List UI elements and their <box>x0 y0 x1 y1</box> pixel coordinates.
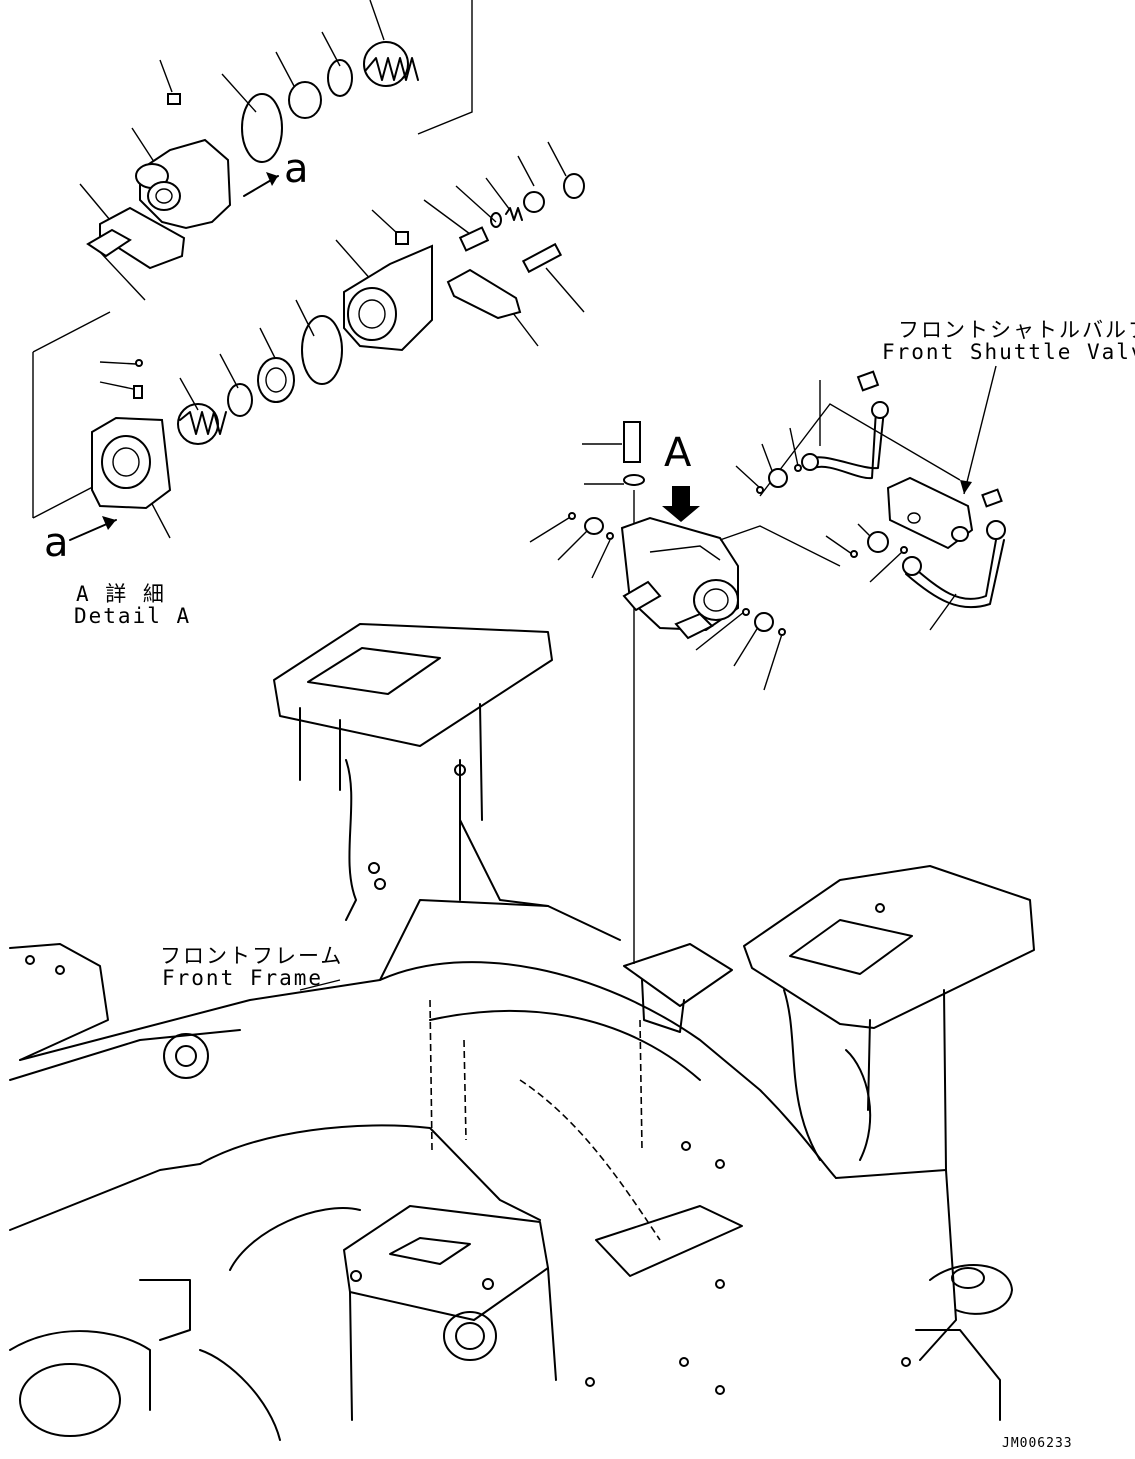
front-frame-label-jp: フロントフレーム <box>160 944 344 968</box>
front-frame-structure <box>9 623 1035 1441</box>
shuttle-valve-label-en: Front Shuttle Valve <box>882 340 1135 364</box>
detail-caption-jp: A 詳 細 <box>76 582 166 606</box>
front-frame-label-en: Front Frame <box>162 966 324 990</box>
detail-marker-a-top: a <box>284 146 309 192</box>
shuttle-valve-label-jp: フロントシャトルバルブ <box>898 318 1135 342</box>
detail-marker-a-bottom: a <box>44 520 69 566</box>
shuttle-valve-assembly <box>529 365 1006 964</box>
detail-caption-en: Detail A <box>74 604 192 628</box>
view-marker-a: A <box>664 430 692 476</box>
detail-a-exploded-view <box>32 0 585 541</box>
drawing-code: JM006233 <box>1002 1436 1073 1451</box>
